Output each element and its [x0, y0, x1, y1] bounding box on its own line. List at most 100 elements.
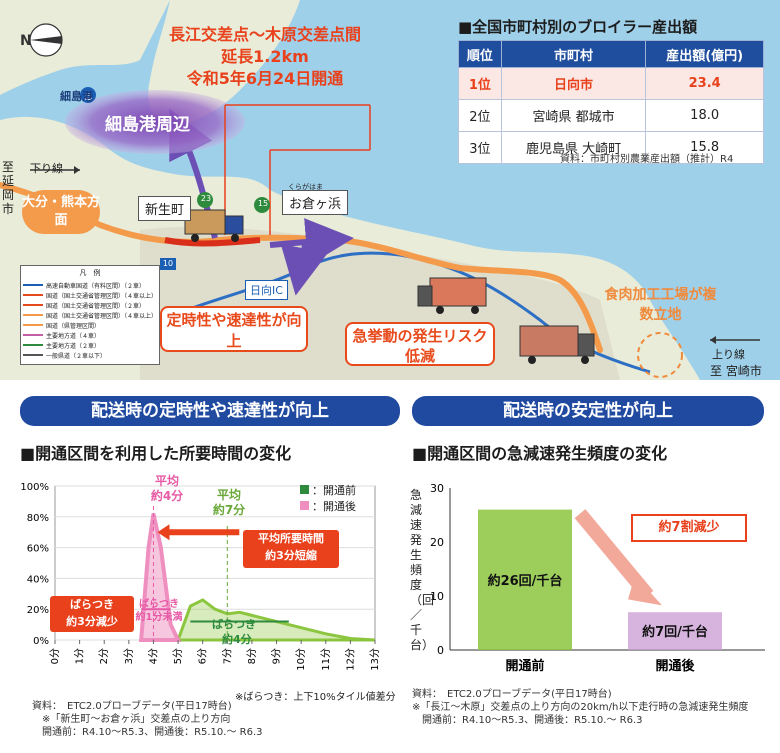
legend-after-swatch [300, 501, 309, 510]
legend-items: 高速自動車国道（有料区間）（２車）国道（国土交通省管理区間）（４車以上）国道（国… [23, 280, 157, 360]
section-title: 長江交差点～木原交差点間 [168, 25, 361, 44]
avg-time-callout: 平均所要時間 約3分短縮 [243, 530, 339, 568]
hyuga-ic-label: 日向IC [245, 280, 288, 300]
x-tick-label: 0分 [49, 648, 61, 664]
x-tick-label: 5分 [172, 648, 184, 664]
y-tick-label: 30 [430, 482, 444, 495]
up-line-label: 上り線 [712, 348, 745, 361]
right-source: 資料： ETC2.0プローブデータ(平日17時台) ※「長江～木原」交差点の上り… [412, 688, 748, 727]
table-row: 1位 日向市 23.4 [458, 67, 764, 100]
x-tick-label: 6分 [197, 648, 209, 664]
reduction-callout: 約7割減少 [631, 514, 747, 542]
ranking-header-city: 市町村 [500, 40, 647, 68]
x-tick-label: 13分 [369, 648, 381, 671]
legend-line [23, 344, 43, 346]
category-label: 開通後 [655, 658, 695, 674]
avg-after-value: 約4分 [150, 489, 184, 503]
svg-text:⚓: ⚓ [83, 90, 93, 103]
category-label: 開通前 [505, 658, 544, 674]
legend-item: 国道（県管理区間） [23, 320, 157, 330]
city-cell: 宮崎県 都城市 [500, 99, 647, 132]
bar [628, 612, 722, 650]
route-10-shield [160, 258, 176, 270]
y-tick-label: 20 [430, 536, 444, 549]
legend-item-label: 国道（国土交通省管理区間）（２車） [46, 302, 146, 310]
spread-callout-line2: 約3分減少 [66, 615, 118, 628]
truck-icon-3 [519, 325, 595, 364]
avg-time-callout-line2: 約3分短縮 [265, 549, 317, 562]
y-tick-label: 20% [27, 605, 49, 616]
legend-item: 主要地方道（２車） [23, 340, 157, 350]
spread-callout-line1: ばらつき [70, 598, 114, 611]
route-10-number: 10 [162, 259, 174, 268]
left-subheader: ■開通区間を利用した所要時間の変化 [20, 444, 292, 463]
right-source-line3: 開通前：R4.10～R5.3、開通後：R5.10.～ R6.3 [412, 715, 643, 726]
ranking-header-rank: 順位 [458, 40, 502, 68]
x-tick-label: 1分 [74, 648, 86, 664]
meat-plant-label: 食肉加工工場が複数立地 [604, 287, 717, 323]
section-length: 延長1.2km [221, 47, 309, 66]
left-section-header: 配送時の定時性や速達性が向上 [20, 396, 400, 426]
value-cell: 23.4 [645, 67, 764, 100]
rank-cell: 3位 [458, 131, 502, 164]
legend-line [23, 304, 43, 306]
table-row: 2位 宮崎県 都城市 18.0 [458, 99, 764, 132]
svg-text:N: N [20, 33, 32, 49]
y-tick-label: 80% [27, 513, 49, 524]
route-15-number: 15 [257, 199, 269, 208]
y-tick-label: 40% [27, 574, 49, 585]
left-source-line3: 開通前：R4.10～R5.3、開通後：R5.10.～ R6.3 [32, 727, 263, 738]
shinseimachi-label: 新生町 [138, 196, 192, 221]
legend-item: 国道（国土交通省管理区間）（４車以上） [23, 290, 157, 300]
port-label: 細島港 [60, 90, 93, 103]
spread-after-value: 約1分未満 [135, 612, 183, 623]
legend-line [23, 294, 43, 296]
spread-after-label: ばらつき [139, 599, 179, 610]
spread-after-annotation: ばらつき 約1分未満 [134, 598, 184, 624]
meat-plant-marker [637, 332, 683, 378]
north-arrow-icon: N [20, 23, 63, 57]
open-date: 令和5年6月24日開通 [186, 69, 344, 88]
left-source: 資料： ETC2.0プローブデータ(平日17時台) ※「新生町～お倉ヶ浜」交差点… [32, 700, 263, 739]
new-section [164, 237, 261, 247]
x-tick-label: 11分 [320, 648, 332, 671]
legend-item-label: 主要地方道（４車） [46, 332, 101, 340]
truck-icon [184, 209, 244, 242]
avg-after-annotation: 平均 約4分 [144, 474, 190, 504]
avg-time-callout-line1: 平均所要時間 [258, 532, 324, 545]
up-line-arrowhead [710, 336, 716, 344]
spread-before-value: 約4分 [222, 633, 252, 646]
map-legend: 凡 例 高速自動車国道（有料区間）（２車）国道（国土交通省管理区間）（４車以上）… [20, 265, 160, 365]
x-tick-label: 3分 [123, 648, 135, 664]
truck-icon-2 [417, 277, 487, 314]
y-tick-label: 100% [20, 482, 49, 493]
port-area-ellipse [65, 90, 245, 154]
bar-value-label: 約26回/千台 [488, 573, 563, 589]
risk-callout: 急挙動の発生リスク低減 [345, 322, 495, 366]
x-tick-label: 7分 [221, 648, 233, 664]
route-23-number: 23 [200, 194, 212, 203]
ranking-header-value: 産出額(億円) [645, 40, 764, 68]
bar [478, 509, 572, 650]
punctuality-callout: 定時性や速達性が向上 [160, 306, 308, 352]
legend-item-label: 主要地方道（２車） [46, 342, 101, 350]
legend-line [23, 314, 43, 316]
x-tick-label: 2分 [98, 648, 110, 664]
legend-item: 一般県道（２車以下） [23, 350, 157, 360]
legend-item: 主要地方道（４車） [23, 330, 157, 340]
decel-ylabel: 急減速発生頻度（回／千台） [410, 488, 435, 652]
okurahama-label: お倉ヶ浜 [282, 190, 349, 215]
legend-line [23, 334, 43, 336]
down-line-arrowhead [74, 166, 80, 174]
chart-footnote: ※ばらつき：上下10%タイル値差分 [235, 692, 396, 703]
ranking-table: 順位 市町村 産出額(億円) 1位 日向市 23.4 2位 宮崎県 都城市 18… [458, 40, 764, 164]
legend-line [23, 324, 43, 326]
legend-item-label: 一般県道（２車以下） [46, 352, 107, 360]
port-area-label: 細島港周辺 [105, 115, 190, 135]
down-line-label: 下り線 [30, 162, 63, 175]
value-cell: 18.0 [645, 99, 764, 132]
legend-item-label: 国道（国土交通省管理区間）（４車以上） [46, 312, 158, 320]
reduction-arrowhead [628, 575, 662, 606]
legend-line [23, 354, 43, 356]
avg-before-label: 平均 [216, 488, 241, 502]
